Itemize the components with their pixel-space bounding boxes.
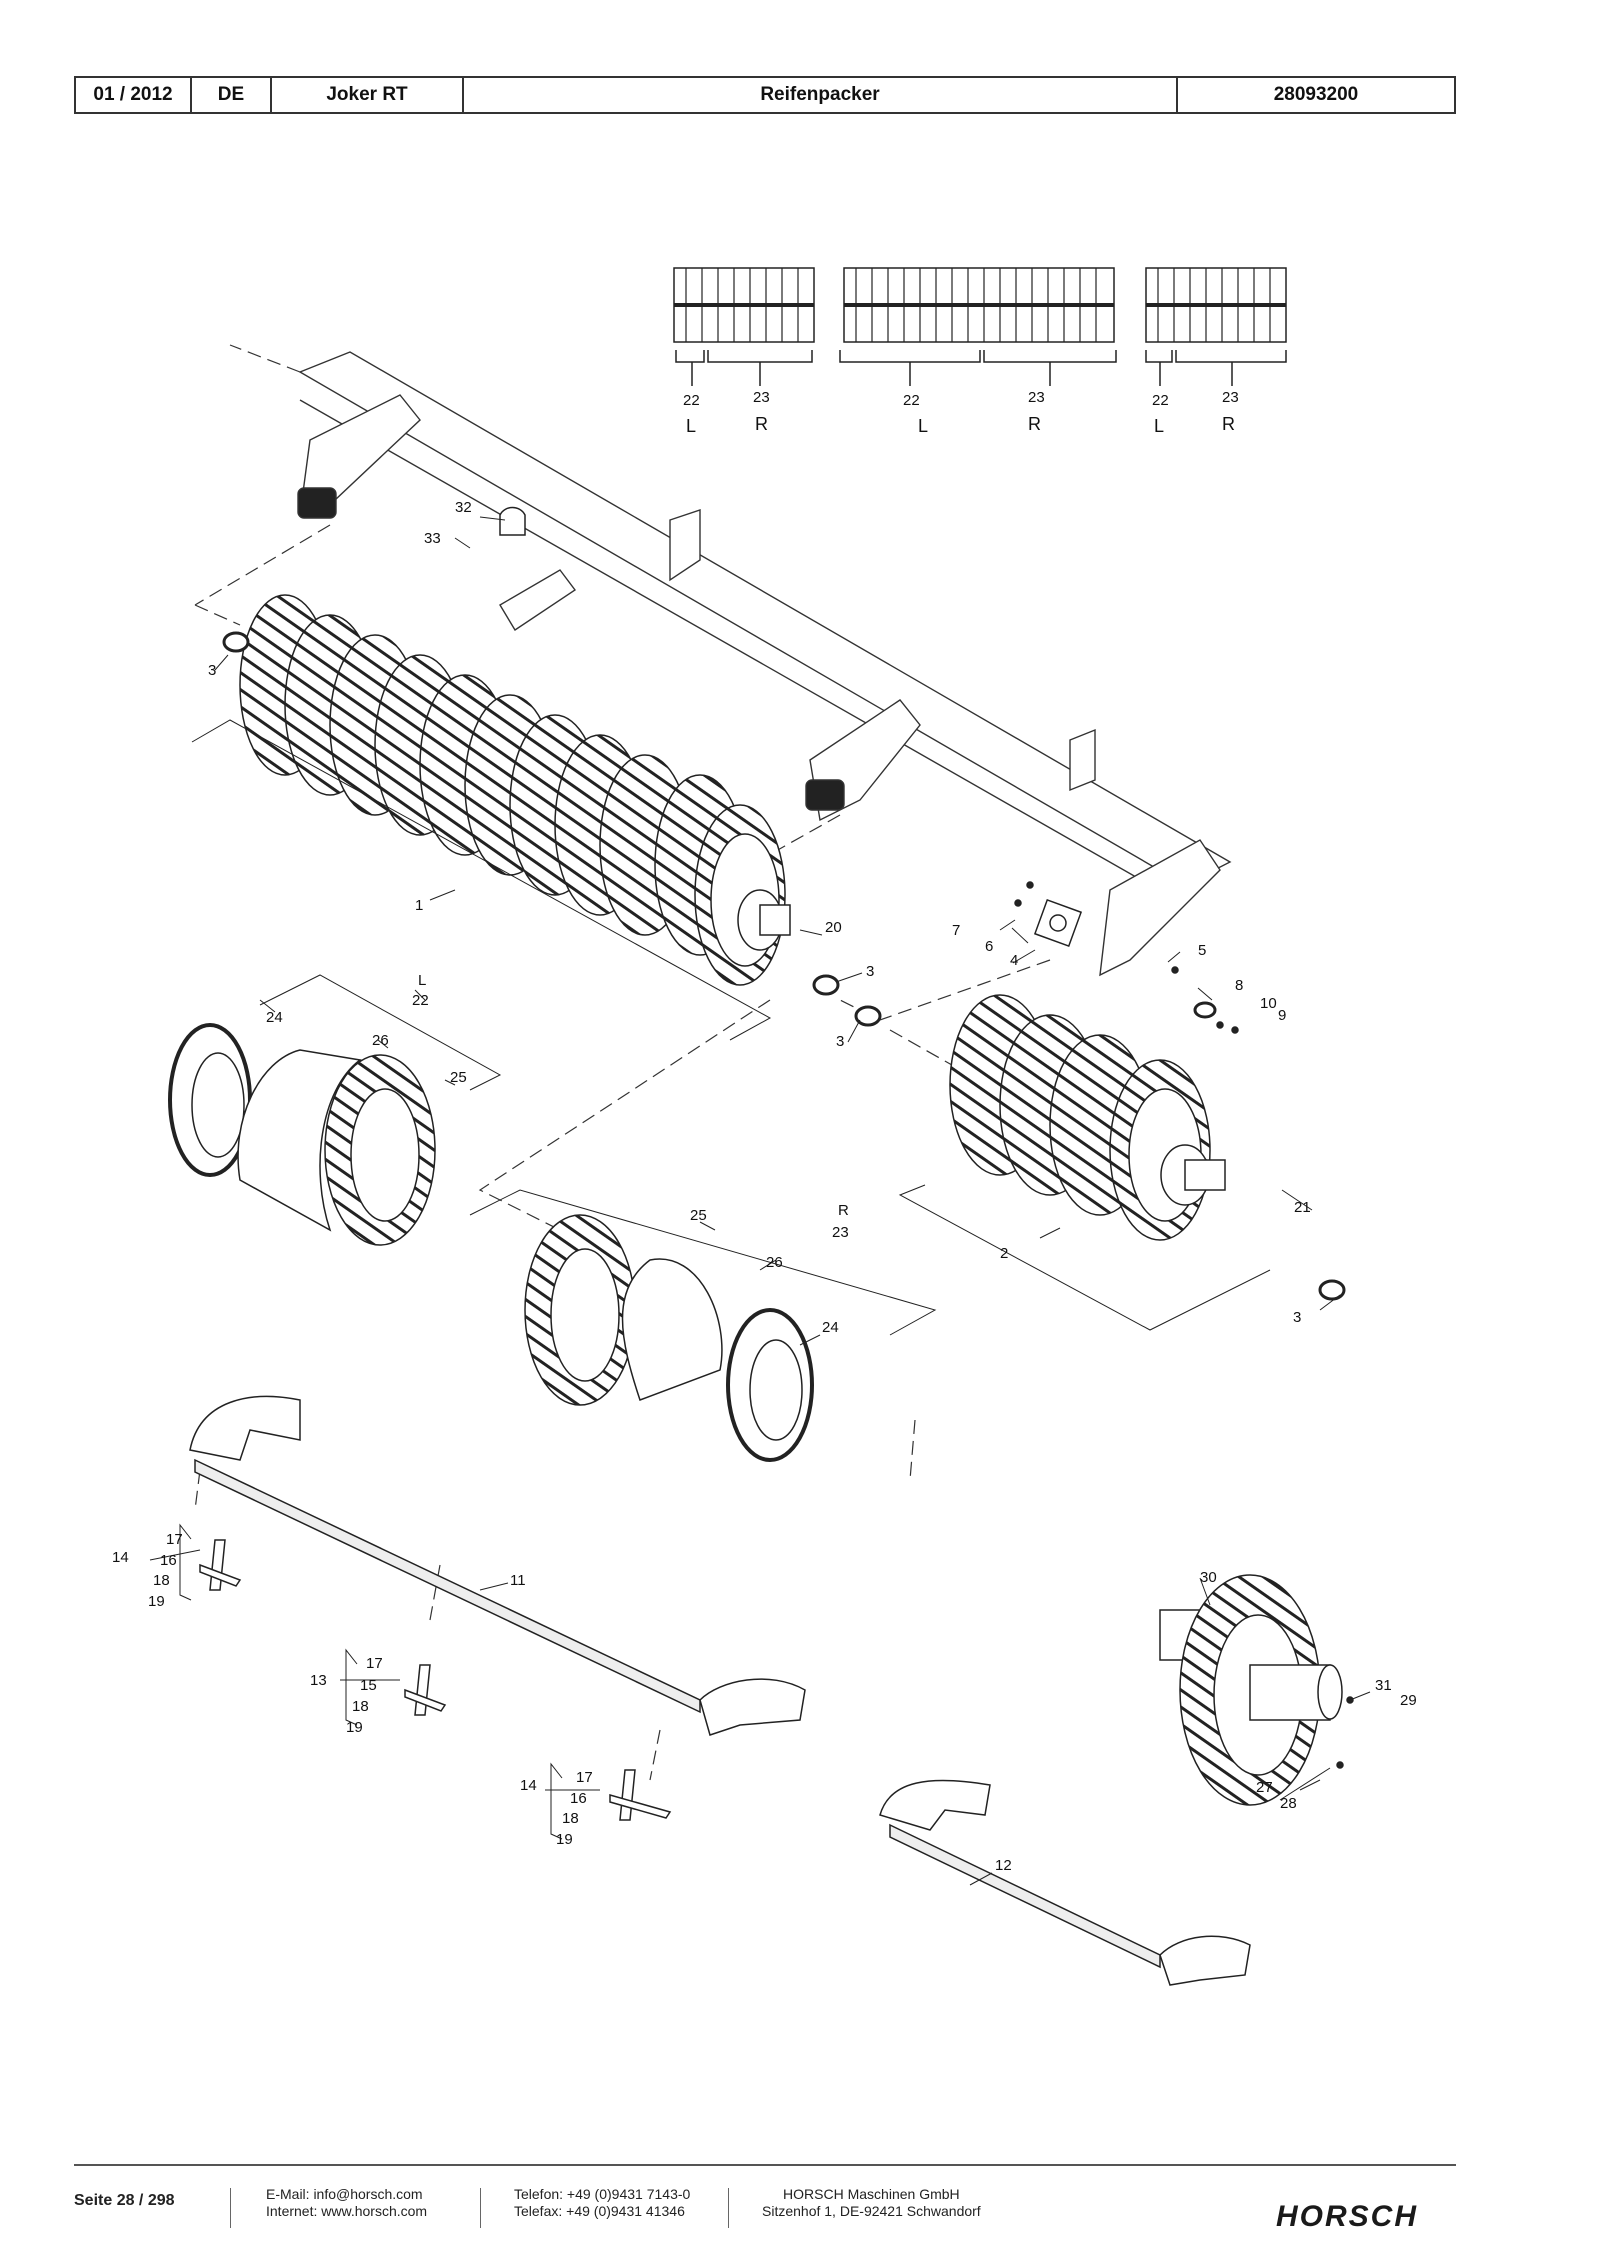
- footer-address: Sitzenhof 1, DE-92421 Schwandorf: [762, 2203, 981, 2219]
- callout-R: R: [838, 1202, 849, 1219]
- footer-internet: Internet: www.horsch.com: [266, 2203, 428, 2219]
- header-part-number: 28093200: [1273, 84, 1359, 105]
- label-22: 22: [683, 392, 700, 409]
- callout-21: 21: [1294, 1199, 1311, 1216]
- callout-numbers: 3 1 20 3 3 2 21 3 L 22 24 26 25 25 R 23 …: [112, 499, 1417, 1874]
- callout-3: 3: [208, 662, 216, 679]
- callout-3: 3: [1293, 1309, 1301, 1326]
- callout-9: 9: [1278, 1007, 1286, 1024]
- callout-29: 29: [1400, 1692, 1417, 1709]
- hardware-parts: [499, 506, 1354, 1769]
- frame-beam: [297, 351, 1232, 977]
- footer-company-block: HORSCH Maschinen GmbH Sitzenhof 1, DE-92…: [762, 2186, 981, 2220]
- label-L: L: [918, 416, 928, 436]
- assembly-brackets: [191, 719, 1271, 1336]
- callout-2: 2: [1000, 1245, 1008, 1262]
- callout-20: 20: [825, 919, 842, 936]
- footer-divider: [728, 2188, 729, 2228]
- scraper-bar-12: [879, 1779, 1251, 1986]
- label-R: R: [1222, 414, 1235, 434]
- label-R: R: [755, 414, 768, 434]
- callout-13: 13: [310, 1672, 327, 1689]
- callout-17: 17: [166, 1531, 183, 1548]
- footer-contact-web: E-Mail: info@horsch.com Internet: www.ho…: [266, 2186, 427, 2220]
- callout-28: 28: [1280, 1795, 1297, 1812]
- callout-12: 12: [995, 1857, 1012, 1874]
- label-23: 23: [1222, 389, 1239, 406]
- exploded-wheel-left: [168, 1023, 436, 1246]
- callout-25: 25: [690, 1207, 707, 1224]
- callout-6: 6: [985, 938, 993, 955]
- callout-32: 32: [455, 499, 472, 516]
- scraper-bar-11: [189, 1395, 806, 1736]
- label-22: 22: [903, 392, 920, 409]
- callout-14: 14: [112, 1549, 129, 1566]
- callout-3: 3: [836, 1033, 844, 1050]
- callout-19: 19: [556, 1831, 573, 1848]
- label-L: L: [686, 416, 696, 436]
- callout-L: L: [418, 972, 426, 989]
- callout-19: 19: [346, 1719, 363, 1736]
- header-bar: 01 / 2012 DE Joker RT Reifenpacker 28093…: [74, 76, 1456, 114]
- callout-17: 17: [576, 1769, 593, 1786]
- callout-18: 18: [562, 1810, 579, 1827]
- label-23: 23: [753, 389, 770, 406]
- callout-15: 15: [360, 1677, 377, 1694]
- page-number: Seite 28 / 298: [74, 2192, 175, 2209]
- callout-26: 26: [766, 1254, 783, 1271]
- footer-contact-phone: Telefon: +49 (0)9431 7143-0 Telefax: +49…: [514, 2186, 690, 2220]
- footer-divider: [230, 2188, 231, 2228]
- header-language: DE: [192, 78, 272, 112]
- callout-16: 16: [160, 1552, 177, 1569]
- callout-18: 18: [153, 1572, 170, 1589]
- label-L: L: [1154, 416, 1164, 436]
- callout-23: 23: [832, 1224, 849, 1241]
- callout-33: 33: [424, 530, 441, 547]
- callout-17: 17: [366, 1655, 383, 1672]
- callout-24: 24: [266, 1009, 283, 1026]
- tire-arrangement-schematic: [673, 267, 1287, 386]
- callout-5: 5: [1198, 942, 1206, 959]
- label-23: 23: [1028, 389, 1045, 406]
- footer-rule: [74, 2164, 1456, 2166]
- header-model: Joker RT: [272, 78, 464, 112]
- footer-fax: Telefax: +49 (0)9431 41346: [514, 2203, 685, 2219]
- callout-10: 10: [1260, 995, 1277, 1012]
- header-date: 01 / 2012: [76, 78, 192, 112]
- callout-1: 1: [415, 897, 423, 914]
- footer-email: E-Mail: info@horsch.com: [266, 2186, 423, 2202]
- callout-25: 25: [450, 1069, 467, 1086]
- callout-3: 3: [866, 963, 874, 980]
- callout-16: 16: [570, 1790, 587, 1807]
- footer-divider: [480, 2188, 481, 2228]
- header-title: Reifenpacker: [464, 78, 1178, 112]
- callout-26: 26: [372, 1032, 389, 1049]
- callout-14: 14: [520, 1777, 537, 1794]
- callout-leaders: [149, 516, 1371, 1886]
- callout-8: 8: [1235, 977, 1243, 994]
- callout-19: 19: [148, 1593, 165, 1610]
- callout-18: 18: [352, 1698, 369, 1715]
- footer-company: HORSCH Maschinen GmbH: [783, 2186, 960, 2202]
- tire-roller-right: [949, 994, 1346, 1301]
- callout-22: 22: [412, 992, 429, 1009]
- tire-roller-left: [222, 594, 882, 1027]
- exploded-wheel-right: [524, 1214, 814, 1462]
- scraper-blades: [199, 1539, 672, 1821]
- schematic-labels: 22 23 22 23 22 23 L R L R L R: [683, 389, 1239, 436]
- label-R: R: [1028, 414, 1041, 434]
- label-22: 22: [1152, 392, 1169, 409]
- callout-4: 4: [1010, 952, 1018, 969]
- horsch-logo: HORSCH: [1276, 2200, 1419, 2233]
- callout-31: 31: [1375, 1677, 1392, 1694]
- footer-phone: Telefon: +49 (0)9431 7143-0: [514, 2186, 691, 2202]
- callout-24: 24: [822, 1319, 839, 1336]
- callout-7: 7: [952, 922, 960, 939]
- single-wheel-30: [1159, 1574, 1343, 1806]
- callout-27: 27: [1256, 1779, 1273, 1796]
- callout-30: 30: [1200, 1569, 1217, 1586]
- callout-11: 11: [510, 1572, 526, 1589]
